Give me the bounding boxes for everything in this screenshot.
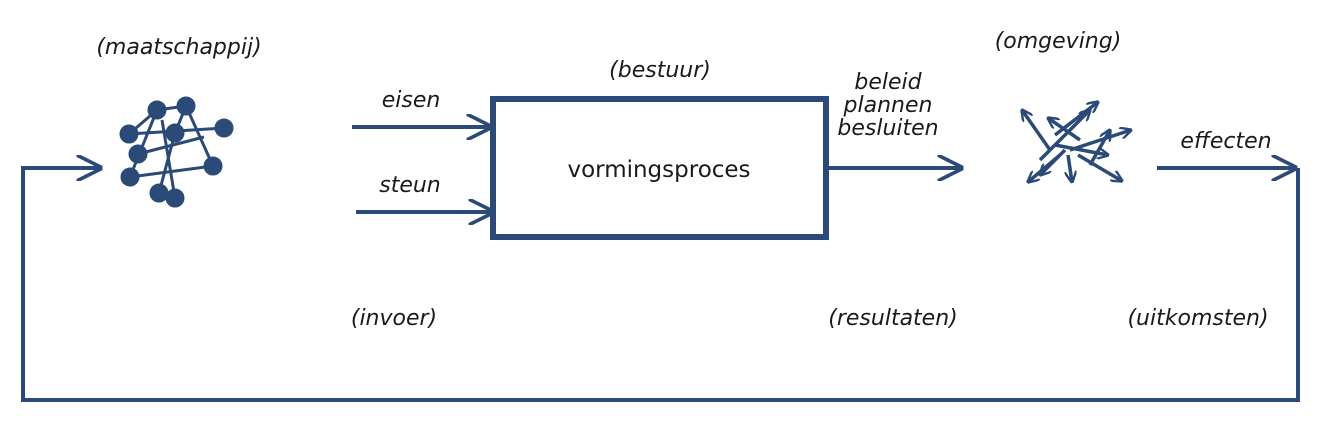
uitkomsten-label: (uitkomsten) — [1127, 306, 1269, 331]
process-box — [490, 96, 829, 240]
outputs-list: beleid plannen besluiten — [837, 71, 938, 140]
steun-label: steun — [379, 173, 441, 198]
bestuur-label: (bestuur) — [609, 58, 711, 83]
invoer-label: (invoer) — [350, 306, 438, 331]
network-icon — [119, 96, 234, 208]
resultaten-label: (resultaten) — [828, 306, 958, 331]
maatschappij-label: (maatschappij) — [96, 35, 262, 60]
output-besluiten: besluiten — [837, 116, 939, 141]
scattered-arrows-icon — [1022, 102, 1131, 182]
output-plannen: plannen — [843, 93, 933, 118]
omgeving-label: (omgeving) — [994, 29, 1122, 54]
effecten-label: effecten — [1180, 129, 1272, 154]
eisen-label: eisen — [381, 88, 441, 113]
output-beleid: beleid — [854, 70, 922, 95]
process-title: vormingsproces — [567, 157, 751, 183]
feedback-loop-line — [21, 168, 1300, 402]
